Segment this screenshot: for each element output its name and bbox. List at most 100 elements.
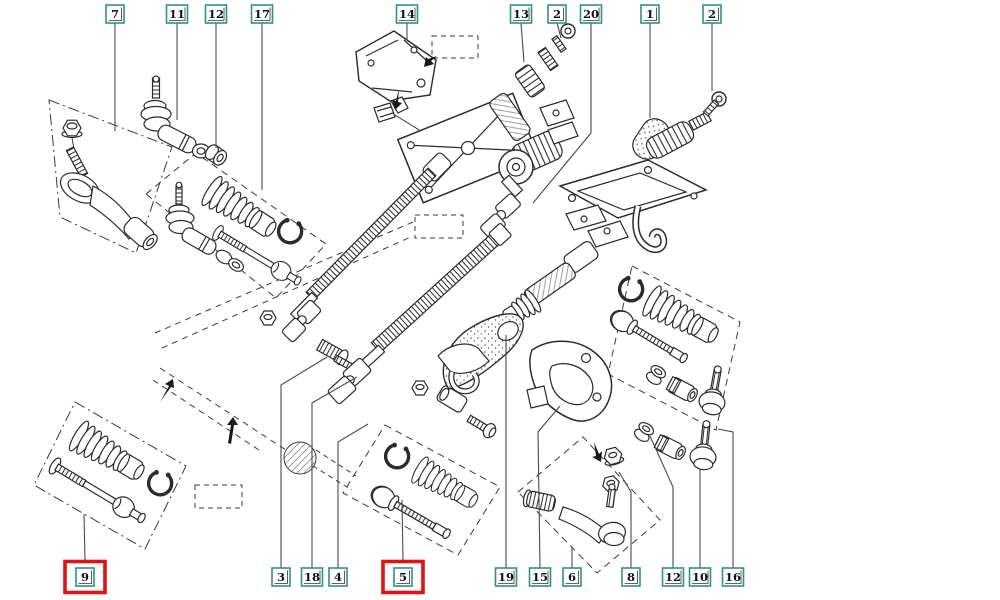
label-box (328, 567, 348, 587)
leader-line (532, 23, 592, 204)
label-box-shadow (108, 7, 122, 21)
label-box (250, 4, 274, 24)
label-box-shadow (254, 7, 271, 21)
empty-ref-box-mid (414, 214, 464, 239)
kit-17-steering-rack-repair-kit (165, 173, 306, 291)
highlight-box (63, 559, 107, 595)
steering-column-boss (498, 130, 563, 185)
leader-line (337, 423, 369, 568)
callout-number: 11 (169, 7, 185, 21)
label-box (509, 4, 533, 24)
label-box (165, 4, 189, 24)
part-15-rack-mounting-bracket (526, 340, 613, 422)
label-box (528, 567, 552, 587)
direction-arrows (160, 379, 602, 462)
label-box (621, 567, 641, 587)
label-box (300, 567, 324, 587)
label-box (579, 4, 603, 24)
part-7-tie-rod-end (59, 119, 158, 251)
kit-box-6 (517, 436, 661, 574)
label-box (271, 567, 291, 587)
leader-line (556, 22, 562, 39)
ghost-lines (152, 221, 602, 491)
callout-number: 3 (277, 570, 285, 584)
callout-number: 17 (254, 7, 270, 21)
nut-18 (411, 380, 429, 396)
leader-line (311, 376, 358, 568)
callout-13[interactable]: 13 (509, 4, 533, 63)
kit-box-5 (342, 424, 501, 556)
callout-10[interactable]: 10 (688, 470, 712, 587)
intermediate-shaft-lower (327, 223, 512, 439)
label-box (562, 567, 582, 587)
callout-7[interactable]: 7 (105, 4, 125, 131)
leader-line (618, 471, 632, 568)
callout-number: 9 (81, 570, 89, 584)
callout-20[interactable]: 20 (532, 4, 603, 204)
label-box-shadow (583, 7, 600, 21)
callout-1[interactable]: 1 (640, 4, 660, 118)
label-box (494, 567, 518, 587)
rubber-pad (373, 102, 396, 123)
highlight-box (381, 559, 425, 595)
callout-11[interactable]: 11 (165, 4, 189, 120)
label-box (393, 567, 413, 587)
callout-8[interactable]: 8 (618, 471, 641, 587)
callout-17[interactable]: 17 (250, 4, 274, 190)
callout-12[interactable]: 12 (649, 435, 685, 587)
assembly-arrows (392, 56, 437, 110)
callout-number: 2 (708, 7, 716, 21)
callout-number: 16 (725, 570, 741, 584)
callout-number: 20 (583, 7, 599, 21)
leader-line (649, 435, 674, 568)
label-box-shadow (550, 7, 564, 21)
callout-2[interactable]: 2 (547, 4, 567, 39)
callout-number: 7 (111, 7, 119, 21)
label-box (702, 4, 722, 24)
label-box-shadow (78, 570, 92, 584)
callout-3[interactable]: 3 (271, 356, 328, 587)
intermediate-shaft-upper (259, 152, 452, 377)
nut-3 (259, 310, 277, 326)
callout-16[interactable]: 16 (717, 428, 745, 587)
callout-14[interactable]: 14 (395, 4, 419, 40)
callout-6[interactable]: 6 (562, 547, 582, 587)
callout-2[interactable]: 2 (702, 4, 722, 91)
callout-number: 6 (568, 570, 576, 584)
empty-ref-box-top (431, 35, 479, 59)
label-box-shadow (513, 7, 530, 21)
callout-number: 12 (208, 7, 224, 21)
callout-number: 14 (399, 7, 415, 21)
callout-19[interactable]: 19 (494, 335, 518, 587)
callout-number: 18 (304, 570, 320, 584)
label-box-shadow (725, 570, 742, 584)
kit-9-rack-boot-kit (45, 418, 175, 529)
part-13-upper-steering-column (489, 23, 579, 145)
label-box-shadow (692, 570, 709, 584)
label-box (661, 567, 685, 587)
callout-18[interactable]: 18 (300, 376, 358, 587)
steering-rack-and-column-bracket (437, 91, 727, 395)
label-box (75, 567, 95, 587)
label-box (721, 567, 745, 587)
label-box (395, 4, 419, 24)
part-11-tie-rod-end (140, 75, 211, 159)
callout-number: 12 (665, 570, 681, 584)
callout-9[interactable]: 9 (63, 513, 107, 595)
callout-5[interactable]: 5 (381, 499, 425, 595)
leader-line (401, 499, 404, 562)
part-6-tie-rod-end (522, 483, 627, 547)
callout-12[interactable]: 12 (204, 4, 228, 148)
callout-number: 8 (627, 570, 635, 584)
label-box (547, 4, 567, 24)
label-box (204, 4, 228, 24)
leader-line (520, 22, 525, 63)
label-box-shadow (532, 570, 549, 584)
kit-5-tie-rod-kit (366, 440, 485, 545)
label-box-shadow (274, 570, 288, 584)
label-box-shadow (399, 7, 416, 21)
callout-15[interactable]: 15 (528, 405, 561, 587)
callout-4[interactable]: 4 (328, 423, 369, 587)
